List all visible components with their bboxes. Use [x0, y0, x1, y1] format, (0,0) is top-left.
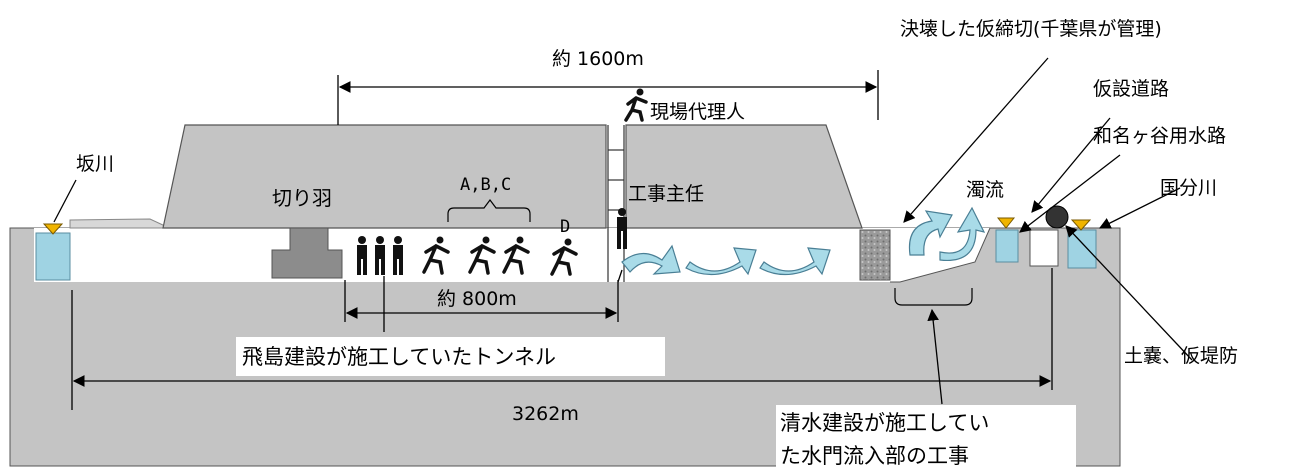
label-tunnel-caption: 飛島建設が施工していたトンネル	[242, 345, 556, 369]
pointer-kokubu	[1098, 187, 1181, 229]
cutting-face-pillar	[271, 227, 343, 279]
tunnel-caption-box	[236, 337, 665, 376]
sluice-bracket	[894, 288, 973, 306]
worker-d	[550, 238, 578, 276]
site-agent-figure	[624, 88, 648, 122]
kokubu-level-marker	[1070, 219, 1092, 231]
label-chief-engineer: 工事主任	[628, 183, 704, 205]
kokubu-river-water	[1067, 229, 1097, 269]
muddy-flow-arrow-2	[939, 206, 986, 262]
access-shaft	[607, 125, 625, 282]
chief-engineer-figure	[617, 208, 627, 249]
temporary-road-box	[1029, 229, 1059, 267]
sandbag-ball	[1045, 205, 1069, 229]
flow-arrow-2	[685, 247, 757, 276]
dimension-3262	[71, 268, 1053, 410]
pointer-chief-up	[617, 269, 623, 283]
tunnel-void	[34, 228, 890, 282]
pointer-sluice	[927, 308, 943, 405]
pointer-sandbag	[1065, 225, 1193, 361]
pointer-wanagaya	[1019, 154, 1121, 233]
wanagaya-channel-water	[995, 229, 1019, 263]
label-saka-river: 坂川	[76, 153, 114, 175]
label-sluice-caption-1: 清水建設が施工してい	[780, 411, 989, 435]
dimension-800	[344, 280, 619, 322]
surface-slab-left	[162, 124, 607, 229]
label-kokubu-river: 国分川	[1160, 177, 1217, 199]
surface-slab-right	[625, 124, 863, 229]
label-site-agent: 現場代理人	[650, 101, 745, 123]
embankment	[69, 218, 166, 229]
label-muddy-flow: 濁流	[966, 179, 1004, 201]
sluice-caption-box	[776, 405, 1076, 471]
label-distance-800: 約 800m	[437, 288, 517, 310]
pointer-collapsed-cofferdam	[903, 57, 1049, 223]
label-sandbag: 土嚢、仮堤防	[1124, 345, 1238, 367]
worker-running-1	[422, 236, 450, 275]
worker-running-3	[502, 236, 530, 275]
worker-standing-3	[393, 236, 403, 275]
worker-standing-2	[375, 236, 385, 275]
workers	[357, 88, 648, 276]
dimension-1600	[337, 70, 879, 125]
flow-arrow-1	[621, 244, 681, 275]
worker-standing-1	[357, 236, 367, 275]
wanagaya-level-marker	[996, 217, 1016, 229]
flow-arrows	[621, 206, 986, 276]
label-sluice-caption-2: た水門流入部の工事	[780, 444, 969, 468]
label-worker-d: D	[560, 217, 570, 237]
abc-bracket	[447, 199, 531, 222]
collapsed-cofferdam-debris	[859, 229, 891, 281]
label-workers-abc: A,B,C	[460, 175, 511, 195]
label-cutting-face: 切り羽	[272, 186, 332, 210]
label-wanagaya-channel: 和名ヶ谷用水路	[1093, 125, 1226, 147]
pointer-lines	[53, 57, 1193, 405]
pointer-temporary-road	[1031, 117, 1111, 213]
saka-river-water	[35, 232, 71, 281]
label-collapsed-cofferdam: 決壊した仮締切(千葉県が管理)	[900, 18, 1162, 40]
pointer-saka	[53, 179, 77, 223]
saka-river-level-marker	[42, 223, 64, 235]
flow-arrow-3	[759, 247, 831, 276]
muddy-flow-arrow	[908, 210, 953, 256]
label-distance-3262: 3262m	[512, 403, 579, 425]
label-temporary-road: 仮設道路	[1093, 78, 1169, 100]
worker-running-2	[468, 236, 496, 275]
label-distance-1600: 約 1600m	[552, 48, 644, 70]
